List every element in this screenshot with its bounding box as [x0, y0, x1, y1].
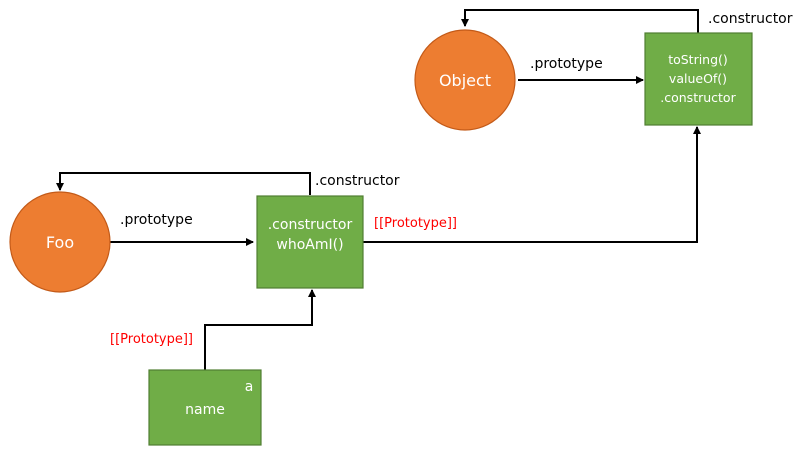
object-prototype-line-2: valueOf() [669, 71, 727, 86]
object-prototype-edge-label: .prototype [530, 56, 603, 72]
object-node-label: Object [439, 71, 491, 90]
object-prototype-constructor-edge [461, 9, 699, 33]
object-prototype-node [644, 32, 753, 126]
foo-node [9, 191, 111, 293]
instance-link-label: [[Prototype]] [110, 332, 193, 347]
object-constructor-edge-label: .constructor [708, 11, 793, 27]
instance-a-name: a [245, 379, 254, 395]
foo-prototype-edge-label: .prototype [120, 212, 193, 228]
foo-prototype-constructor-edge [56, 172, 311, 195]
object-prototype-line-1: toString() [668, 52, 728, 67]
foo-prototype-line-2: whoAmI() [276, 237, 343, 253]
foo-prototype-link-edge [362, 126, 701, 243]
instance-a-node [148, 369, 262, 446]
instance-link-edge [204, 289, 316, 370]
object-prototype-line-3: .constructor [660, 90, 736, 105]
instance-a-property: name [185, 402, 225, 418]
foo-prototype-line-1: .constructor [268, 217, 353, 233]
foo-prototype-link-label: [[Prototype]] [374, 216, 457, 231]
object-node [414, 29, 516, 131]
foo-prototype-node [256, 195, 364, 289]
foo-constructor-edge-label: .constructor [315, 173, 400, 189]
foo-node-label: Foo [46, 233, 74, 252]
